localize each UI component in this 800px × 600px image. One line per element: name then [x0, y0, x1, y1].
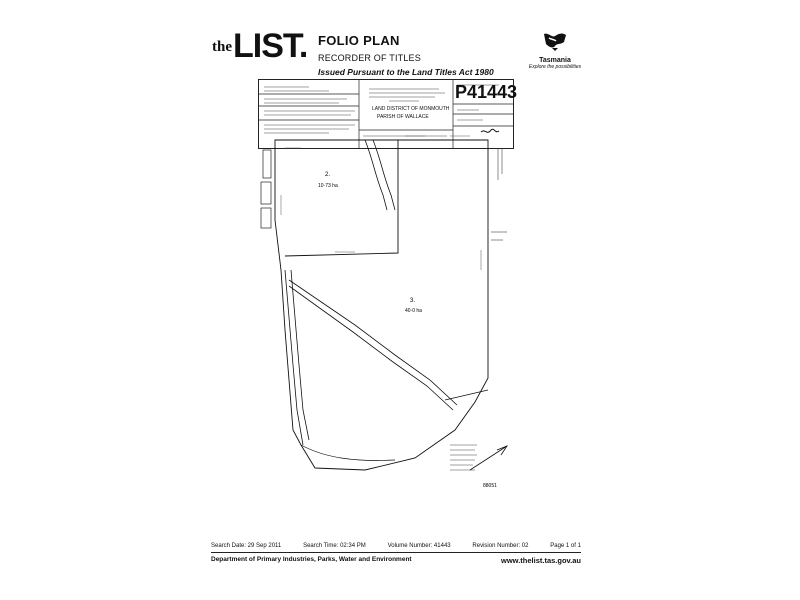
lot-3-label: 3. [410, 298, 415, 304]
plan-header-frame: LAND DISTRICT OF MONMOUTH PARISH OF WALL… [258, 79, 514, 149]
footer-divider [211, 552, 581, 553]
website-link[interactable]: www.thelist.tas.gov.au [500, 556, 581, 565]
tasmania-tagline: Explore the possibilities [528, 64, 582, 70]
document-header: FOLIO PLAN RECORDER OF TITLES Issued Pur… [318, 33, 494, 77]
the-list-logo: the LIST. [212, 27, 308, 65]
logo-list-text: LIST. [233, 27, 308, 65]
search-date: Search Date: 29 Sep 2011 [211, 543, 282, 549]
tasmania-name: Tasmania [539, 57, 571, 64]
search-time: Search Time: 02:34 PM [303, 543, 366, 549]
plan-reference-number: 88051 [483, 483, 497, 489]
registered-number: P41443 [455, 82, 518, 102]
department-name: Department of Primary Industries, Parks,… [211, 556, 412, 563]
lot-2-area: 10·73 ha [318, 183, 338, 189]
north-arrow-icon [469, 445, 509, 471]
logo-the-text: the [212, 39, 232, 55]
parish-name: PARISH OF WALLACE [377, 114, 429, 120]
volume-number: Volume Number: 41443 [387, 543, 451, 549]
plan-header-grid [259, 80, 513, 148]
tasmania-emblem-icon [544, 33, 566, 51]
lot-2-label: 2. [325, 172, 330, 178]
land-district: LAND DISTRICT OF MONMOUTH [372, 106, 450, 112]
page-number: Page 1 of 1 [550, 543, 581, 549]
survey-plan-drawing: 2. 10·73 ha 3. 40·0 ha 88051 [260, 135, 509, 489]
lot-3-area: 40·0 ha [405, 308, 422, 314]
issued-statement: Issued Pursuant to the Land Titles Act 1… [318, 67, 494, 77]
document-title: FOLIO PLAN [318, 33, 400, 48]
revision-number: Revision Number: 02 [472, 543, 529, 549]
tasmania-logo: Tasmania Explore the possibilities [528, 30, 582, 70]
document-footer: Search Date: 29 Sep 2011 Search Time: 02… [211, 543, 581, 565]
document-subtitle: RECORDER OF TITLES [318, 53, 421, 63]
